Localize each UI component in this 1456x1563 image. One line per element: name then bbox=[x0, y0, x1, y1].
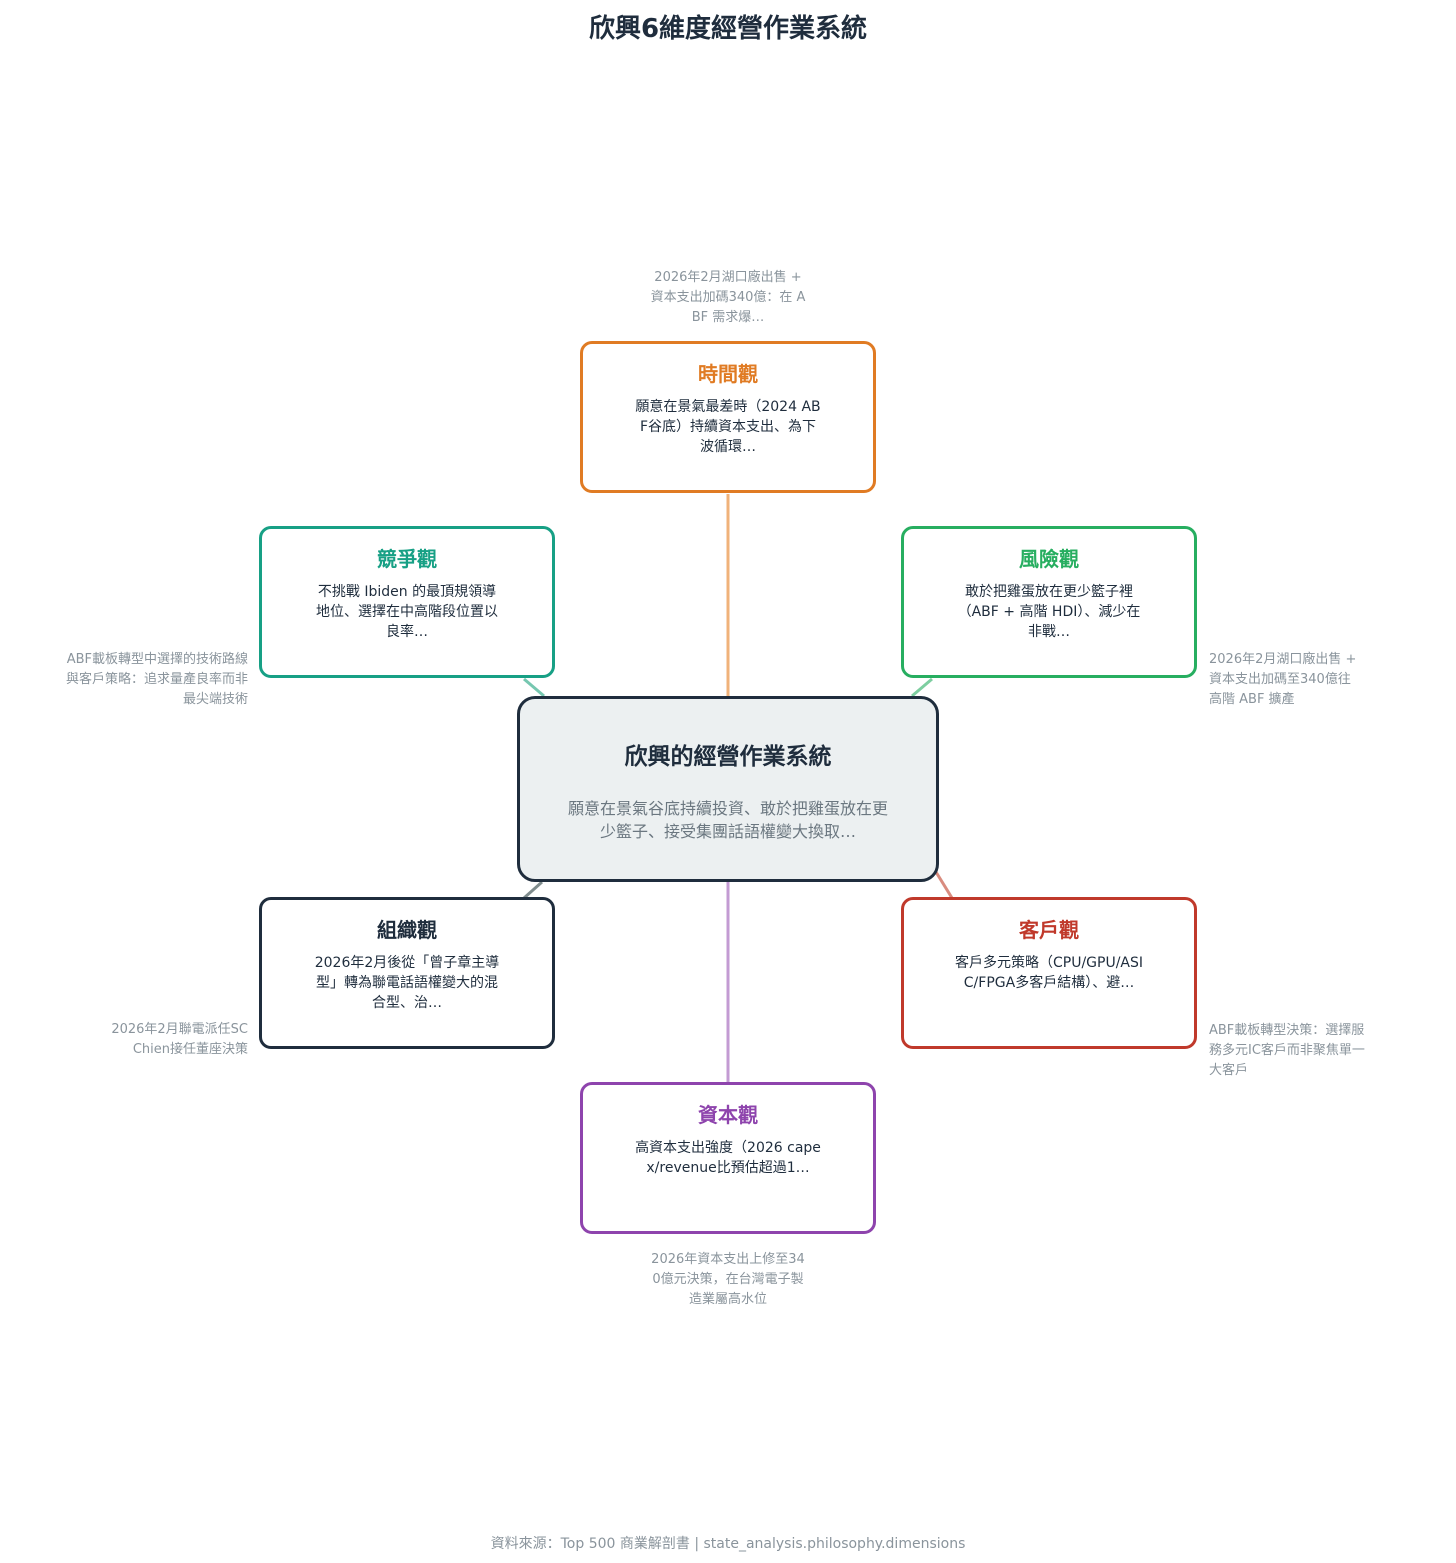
node-competition-description: 不挑戰 Ibiden 的最頂規領導地位、選擇在中高階段位置以良率… bbox=[316, 584, 498, 640]
node-customer-title: 客戶觀 bbox=[1019, 918, 1079, 942]
note-organization: 2026年2月聯電派任SC Chien接任董座決策 bbox=[111, 1022, 248, 1057]
note-capital: 2026年資本支出上修至340億元決策，在台灣電子製造業屬高水位 bbox=[651, 1252, 805, 1307]
node-customer-description: 客戶多元策略（CPU/GPU/ASIC/FPGA多客戶結構）、避… bbox=[954, 955, 1144, 991]
node-organization: 組織觀 2026年2月後從「曾子章主導型」轉為聯電話語權變大的混合型、治… bbox=[259, 897, 555, 1049]
node-customer: 客戶觀 客戶多元策略（CPU/GPU/ASIC/FPGA多客戶結構）、避… bbox=[901, 897, 1197, 1049]
note-customer: ABF載板轉型決策：選擇服務多元IC客戶而非聚焦單一大客戶 bbox=[1209, 1023, 1365, 1078]
node-time: 時間觀 願意在景氣最差時（2024 ABF谷底）持續資本支出、為下波循環… bbox=[580, 341, 876, 493]
connector-risk bbox=[911, 677, 933, 698]
diagram-title: 欣興6維度經營作業系統 bbox=[588, 14, 868, 44]
node-organization-description: 2026年2月後從「曾子章主導型」轉為聯電話語權變大的混合型、治… bbox=[314, 955, 500, 1011]
center-node: 欣興的經營作業系統 願意在景氣谷底持續投資、敢於把雞蛋放在更少籃子、接受集團話語… bbox=[517, 696, 939, 882]
note-time: 2026年2月湖口廠出售 + 資本支出加碼340億：在 ABF 需求爆… bbox=[650, 270, 806, 325]
node-capital: 資本觀 高資本支出強度（2026 capex/revenue比預估超過1… bbox=[580, 1082, 876, 1234]
node-competition: 競爭觀 不挑戰 Ibiden 的最頂規領導地位、選擇在中高階段位置以良率… bbox=[259, 526, 555, 678]
footer-source: 資料來源：Top 500 商業解剖書 | state_analysis.phil… bbox=[490, 1536, 966, 1552]
node-competition-title: 競爭觀 bbox=[377, 547, 437, 571]
center-description: 願意在景氣谷底持續投資、敢於把雞蛋放在更少籃子、接受集團話語權變大換取… bbox=[568, 799, 889, 841]
note-competition: ABF載板轉型中選擇的技術路線與客戶策略：追求量產良率而非最尖端技術 bbox=[66, 652, 249, 707]
connector-customer bbox=[934, 871, 954, 899]
node-capital-title: 資本觀 bbox=[698, 1103, 758, 1127]
note-risk: 2026年2月湖口廠出售 + 資本支出加碼至340億往高階 ABF 擴產 bbox=[1209, 652, 1357, 707]
node-organization-title: 組織觀 bbox=[377, 918, 437, 942]
node-risk: 風險觀 敢於把雞蛋放在更少籃子裡（ABF + 高階 HDI）、減少在非戰… bbox=[901, 526, 1197, 678]
node-risk-title: 風險觀 bbox=[1019, 547, 1079, 571]
center-title: 欣興的經營作業系統 bbox=[624, 744, 832, 770]
node-capital-description: 高資本支出強度（2026 capex/revenue比預估超過1… bbox=[635, 1140, 821, 1176]
node-time-description: 願意在景氣最差時（2024 ABF谷底）持續資本支出、為下波循環… bbox=[635, 399, 821, 455]
connector-competition bbox=[523, 677, 545, 698]
node-time-title: 時間觀 bbox=[698, 362, 758, 386]
connector-organization bbox=[523, 880, 543, 900]
node-risk-description: 敢於把雞蛋放在更少籃子裡（ABF + 高階 HDI）、減少在非戰… bbox=[957, 584, 1141, 640]
